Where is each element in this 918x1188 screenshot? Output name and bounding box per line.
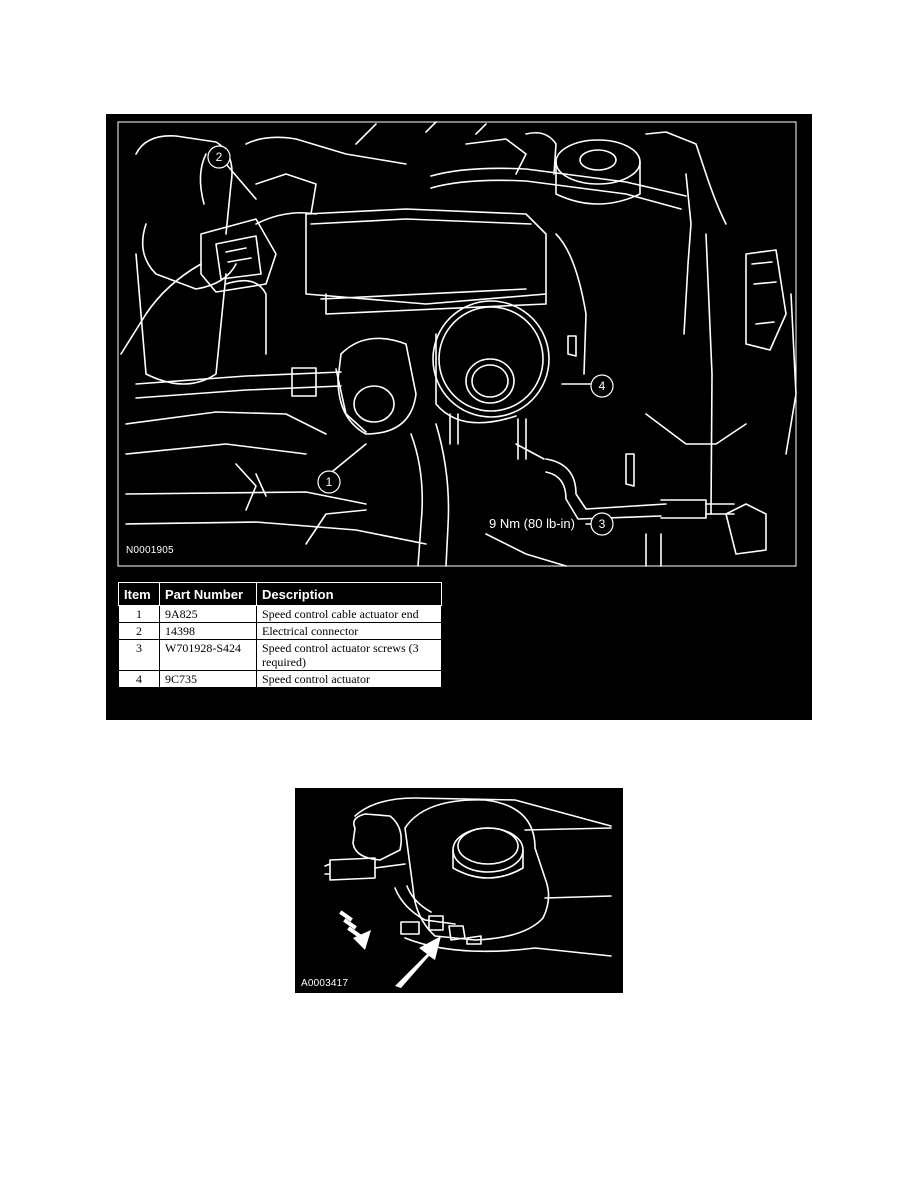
figure2-id: A0003417 — [301, 978, 349, 989]
cell-description: Speed control actuator screws (3 require… — [256, 639, 442, 671]
header-description: Description — [256, 582, 442, 606]
callout-4: 4 — [599, 379, 606, 393]
cell-description: Speed control cable actuator end — [256, 605, 442, 623]
cell-part-number: W701928-S424 — [159, 639, 257, 671]
header-part-number: Part Number — [159, 582, 257, 606]
engine-bay-drawing: 2 4 1 3 9 Nm (80 lb-in) — [117, 121, 797, 567]
cell-part-number: 9C735 — [159, 670, 257, 688]
actuator-illustration: 2 4 1 3 9 Nm (80 lb-in) N0001905 Item Pa… — [106, 114, 812, 720]
header-item: Item — [118, 582, 160, 606]
table-row: 1 9A825 Speed control cable actuator end — [118, 605, 442, 623]
table-row: 2 14398 Electrical connector — [118, 622, 442, 640]
table-header-row: Item Part Number Description — [118, 582, 442, 606]
callout-3: 3 — [599, 517, 606, 531]
release-tab-illustration: A0003417 — [295, 788, 623, 993]
cell-description: Speed control actuator — [256, 670, 442, 688]
cell-part-number: 9A825 — [159, 605, 257, 623]
release-tab-drawing — [324, 797, 612, 988]
table-row: 3 W701928-S424 Speed control actuator sc… — [118, 639, 442, 671]
figure1-id: N0001905 — [126, 545, 174, 556]
torque-label: 9 Nm (80 lb-in) — [489, 516, 575, 531]
cell-description: Electrical connector — [256, 622, 442, 640]
callout-1: 1 — [326, 475, 333, 489]
cell-item: 3 — [118, 639, 160, 671]
table-row: 4 9C735 Speed control actuator — [118, 670, 442, 688]
callout-2: 2 — [216, 150, 223, 164]
cell-item: 4 — [118, 670, 160, 688]
parts-table: Item Part Number Description 1 9A825 Spe… — [118, 582, 442, 688]
cell-item: 1 — [118, 605, 160, 623]
cell-item: 2 — [118, 622, 160, 640]
cell-part-number: 14398 — [159, 622, 257, 640]
